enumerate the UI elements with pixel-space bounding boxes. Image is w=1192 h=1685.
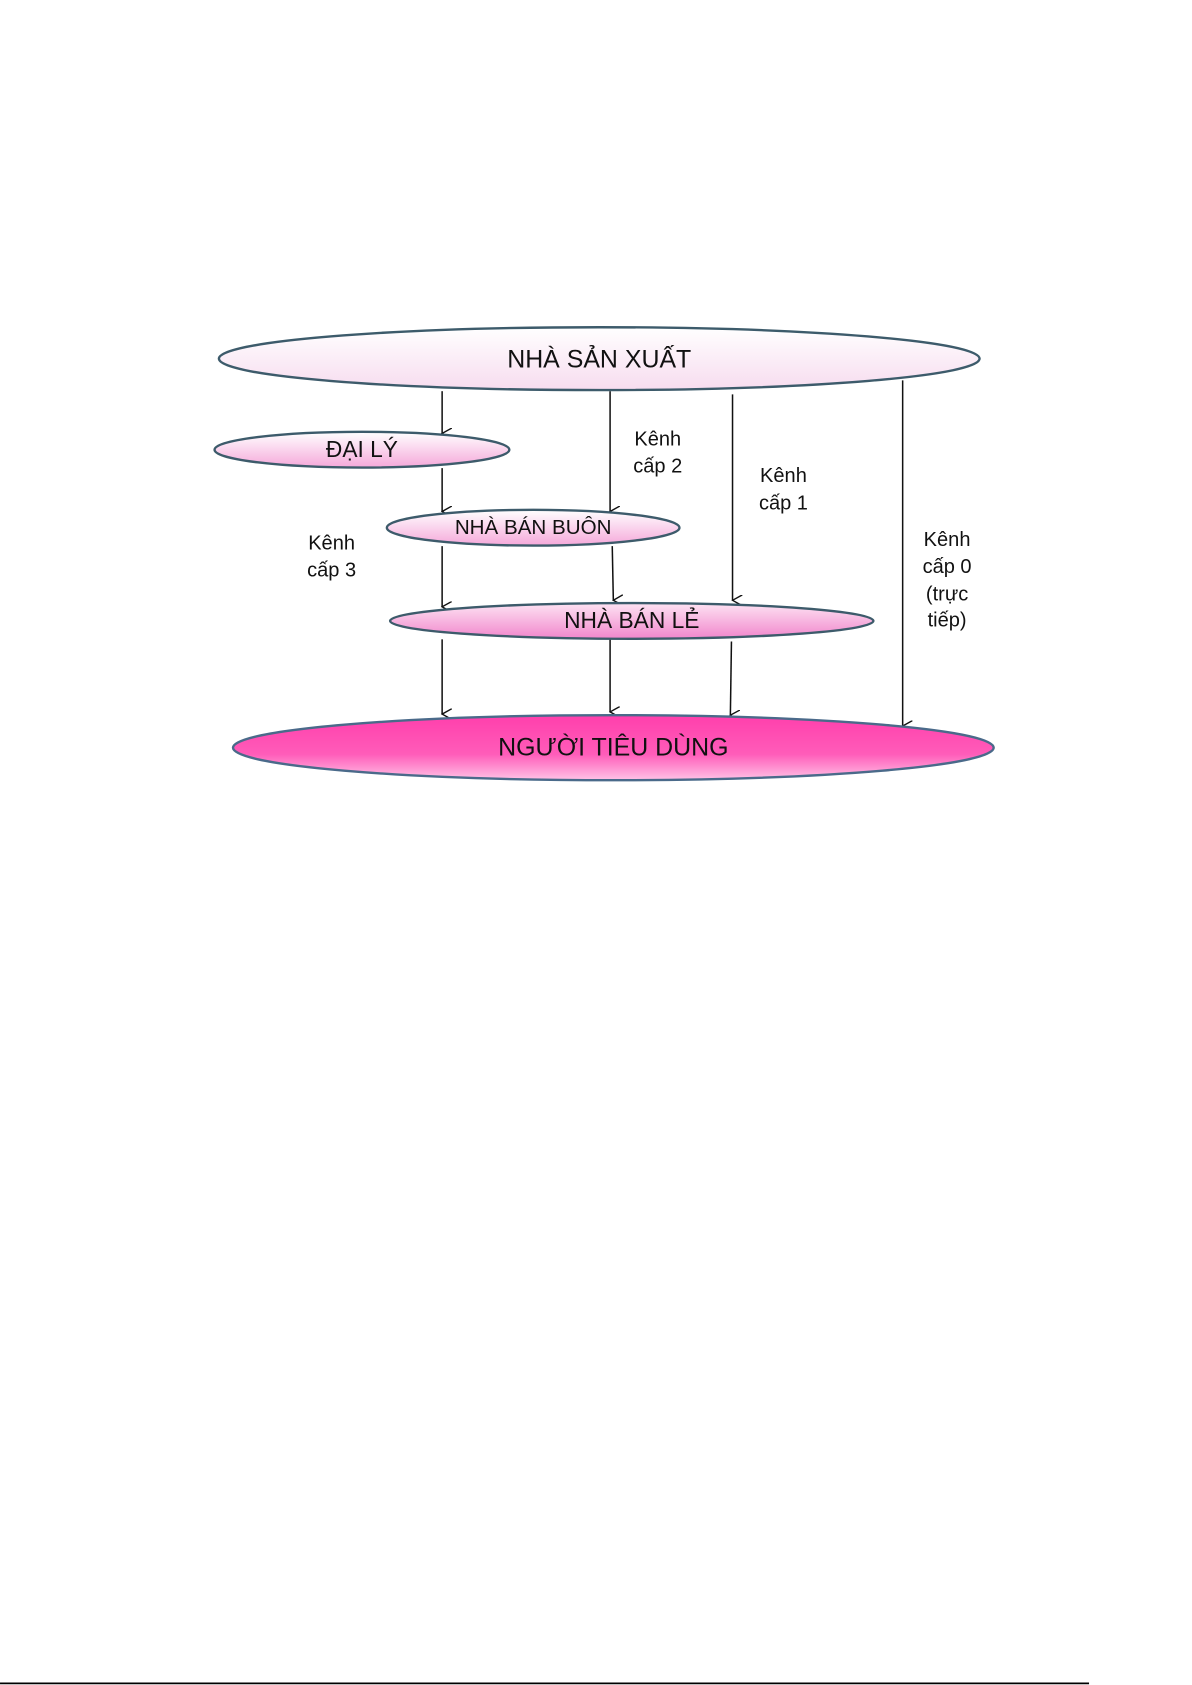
- label-line: cấp 0: [923, 556, 972, 578]
- label-line: cấp 3: [307, 559, 356, 581]
- channel-level2-label: Kênh cấp 2: [633, 428, 682, 477]
- consumer-label: NGƯỜI TIÊU DÙNG: [498, 732, 728, 761]
- retailer-label: NHÀ BÁN LẺ: [564, 607, 699, 633]
- producer-label: NHÀ SẢN XUẤT: [507, 343, 691, 373]
- agent-label: ĐẠI LÝ: [326, 436, 398, 462]
- node-agent: [213, 430, 511, 469]
- label-line: Kênh: [634, 428, 681, 450]
- label-line: (trực: [926, 583, 968, 605]
- node-producer: [217, 326, 981, 392]
- label-line: Kênh: [308, 532, 355, 554]
- label-line: Kênh: [924, 529, 971, 551]
- channel-level3-label: Kênh cấp 3: [307, 532, 356, 581]
- arrows: [442, 380, 903, 726]
- wholesaler-label: NHÀ BÁN BUÔN: [455, 516, 612, 539]
- label-line: Kênh: [760, 465, 807, 487]
- arrow-retailer-consumer-l1: [730, 641, 731, 715]
- label-line: tiếp): [928, 609, 967, 631]
- label-line: cấp 2: [633, 455, 682, 477]
- label-line: cấp 1: [759, 492, 808, 514]
- node-retailer: [388, 601, 875, 640]
- node-wholesaler: [385, 508, 681, 547]
- node-consumer: [231, 713, 995, 782]
- channel-level0-label: Kênh cấp 0 (trực tiếp): [923, 529, 972, 631]
- arrow-wholesaler-retailer-l2: [611, 546, 613, 600]
- channel-level1-label: Kênh cấp 1: [759, 465, 808, 514]
